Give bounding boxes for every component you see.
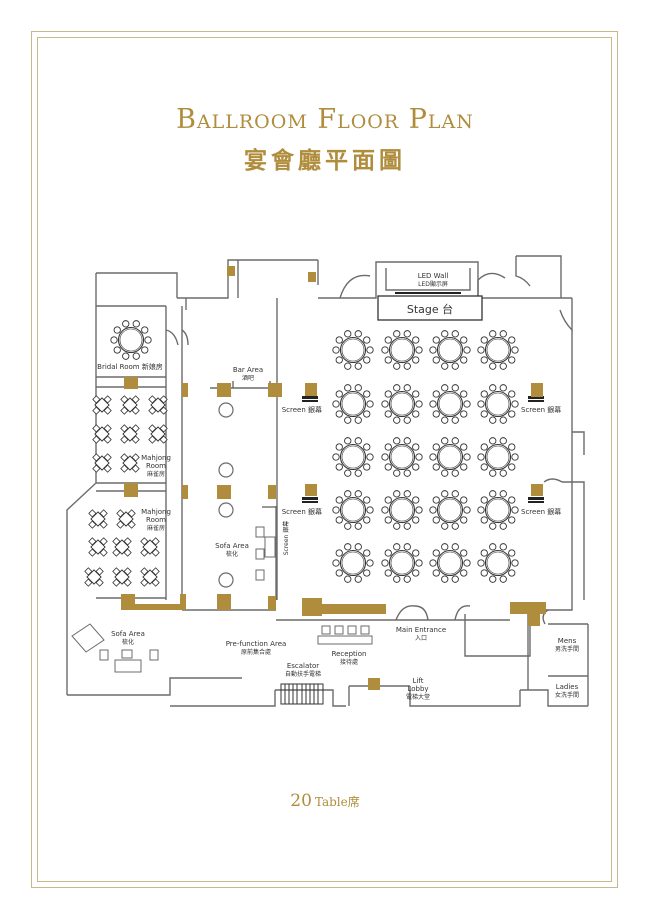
bridal-table	[110, 320, 152, 360]
screen-right-top	[528, 396, 544, 402]
banquet-table	[477, 490, 519, 530]
mahjong-table	[84, 567, 104, 587]
banquet-table	[381, 384, 423, 424]
banquet-table	[381, 490, 423, 530]
prefunction-label-zh: 原前集合處	[241, 648, 271, 656]
mahjong-table	[148, 424, 168, 444]
escalator	[280, 683, 324, 705]
banquet-table	[429, 330, 471, 370]
banquet-table	[332, 490, 374, 530]
mahjong-table	[92, 395, 112, 415]
outer-frame	[31, 31, 618, 888]
banquet-table	[381, 330, 423, 370]
mahjong-room-1-label: Mahjong	[141, 454, 171, 462]
walls	[66, 255, 589, 707]
mahjong-room-1-label-zh: 麻雀房	[147, 470, 165, 478]
reception-label: Reception	[332, 650, 367, 658]
prefunction-label: Pre-function Area	[226, 640, 287, 648]
banquet-table	[477, 384, 519, 424]
sofa-furniture	[71, 526, 276, 673]
mahjong-table	[92, 424, 112, 444]
screen-left-top-label: Screen 銀幕	[282, 405, 322, 414]
prefunction-columns	[218, 402, 234, 588]
mahjong-room-2-label: Mahjong	[141, 508, 171, 516]
banquet-table	[332, 384, 374, 424]
mahjong-table	[88, 537, 108, 557]
banquet-table	[429, 437, 471, 477]
mahjong-table	[140, 567, 160, 587]
reception-desk	[317, 625, 373, 645]
reception-label-zh: 接待處	[340, 658, 358, 666]
escalator-label: Escalator	[287, 662, 319, 670]
mahjong-table	[88, 509, 108, 529]
banquet-table	[477, 330, 519, 370]
banquet-table	[429, 543, 471, 583]
banquet-table	[332, 437, 374, 477]
escalator-label-zh: 自動扶手電梯	[285, 670, 321, 678]
mahjong-table	[92, 453, 112, 473]
screen-vertical-label: Screen 銀幕	[282, 521, 290, 556]
structural-columns	[121, 266, 546, 690]
sofa-area-label-zh: 梳化	[226, 550, 238, 558]
mahjong-room-2-label-zh: 麻雀房	[147, 524, 165, 532]
lift-lobby-label: Lift	[413, 677, 424, 685]
ladies-label-zh: 女洗手間	[555, 691, 579, 699]
banquet-table	[429, 490, 471, 530]
bar-area-label: Bar Area	[233, 366, 263, 374]
mahjong-table	[120, 395, 140, 415]
mahjong-room-1-label-2: Room	[146, 462, 166, 470]
inner-frame	[37, 37, 612, 882]
screen-left-bottom-label: Screen 銀幕	[282, 507, 322, 516]
capacity-unit: Table席	[314, 795, 360, 809]
stage	[377, 295, 483, 321]
bar-area-label-zh: 酒吧	[242, 374, 254, 382]
screens	[302, 292, 544, 503]
mahjong-table	[116, 509, 136, 529]
bridal-room-table	[110, 320, 152, 360]
banquet-table	[429, 384, 471, 424]
stage-label: Stage 台	[407, 302, 453, 316]
mahjong-table	[120, 424, 140, 444]
mahjong-table	[120, 453, 140, 473]
banquet-table	[477, 543, 519, 583]
ladies-label: Ladies	[556, 683, 579, 691]
main-entrance-label-zh: 入口	[415, 635, 427, 642]
screen-right-top-label: Screen 銀幕	[521, 405, 561, 414]
banquet-table	[381, 437, 423, 477]
screen-left-top	[302, 396, 318, 402]
led-wall-label-zh: LED顯示屏	[418, 281, 448, 288]
main-entrance-label: Main Entrance	[396, 626, 446, 634]
banquet-tables	[332, 330, 519, 583]
led-wall-label: LED Wall	[418, 272, 449, 280]
capacity-number: 20	[290, 791, 312, 811]
screen-right-bottom-label: Screen 銀幕	[521, 507, 561, 516]
mahjong-room-2-label-2: Room	[146, 516, 166, 524]
mahjong-table	[148, 395, 168, 415]
page-title: Ballroom Floor Plan	[176, 104, 474, 135]
mahjong-table	[112, 537, 132, 557]
banquet-table	[477, 437, 519, 477]
banquet-table	[381, 543, 423, 583]
mahjong-tables	[84, 395, 168, 587]
sofa-area-2-label-zh: 梳化	[122, 638, 134, 646]
page-title-chinese: 宴會廳平面圖	[244, 147, 406, 174]
mahjong-table	[112, 567, 132, 587]
lift-lobby-label-zh: 電梯大堂	[406, 693, 430, 701]
banquet-table	[332, 543, 374, 583]
screen-right-bottom	[528, 497, 544, 503]
screen-left-bottom	[302, 497, 318, 503]
banquet-table	[332, 330, 374, 370]
mens-label: Mens	[558, 637, 577, 645]
sofa-area-label: Sofa Area	[215, 542, 249, 550]
mens-label-zh: 男洗手間	[555, 645, 579, 653]
mahjong-table	[140, 537, 160, 557]
bridal-room-label: Bridal Room 新娘房	[97, 362, 163, 371]
sofa-area-2-label: Sofa Area	[111, 630, 145, 638]
lift-lobby-label-2: Lobby	[407, 685, 428, 693]
